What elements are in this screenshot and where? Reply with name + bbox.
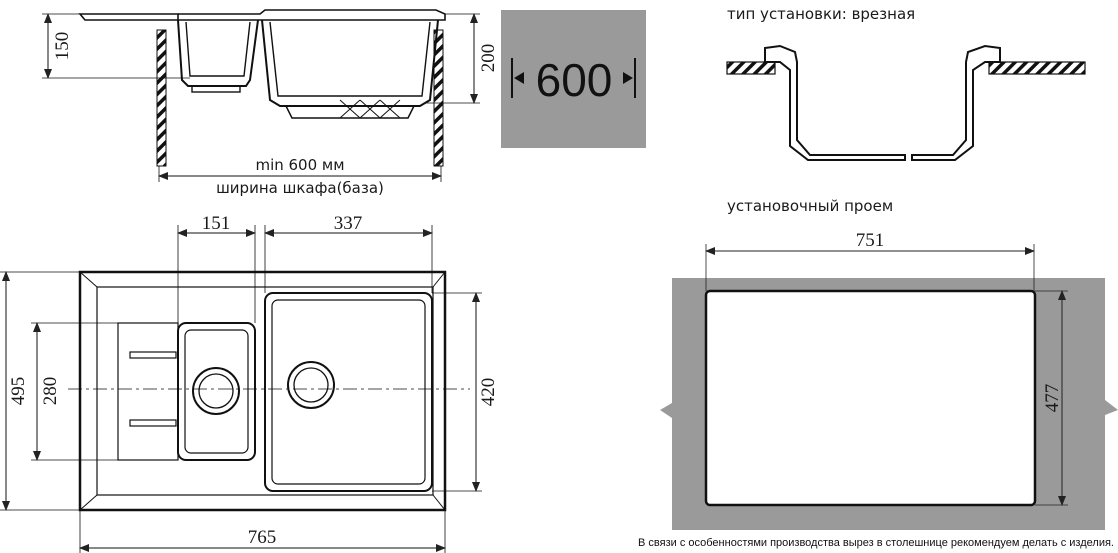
dim-left-depth: 150 <box>52 32 73 61</box>
large-bowl-width: 337 <box>334 213 363 234</box>
sink-top-view <box>0 225 482 553</box>
cabinet-width-label: ширина шкафа(база) <box>216 179 384 197</box>
cutout-opening <box>704 289 1037 507</box>
install-type-title: тип установки: врезная <box>727 5 915 23</box>
cutout-diagram <box>660 244 1118 530</box>
small-bowl-width: 151 <box>202 213 231 234</box>
countertop-right <box>988 61 1086 75</box>
cabinet-size-badge: 600 <box>501 10 646 148</box>
badge-background <box>501 10 646 148</box>
badge-value: 600 <box>536 54 613 106</box>
min-width-label: min 600 мм <box>255 156 344 174</box>
small-drain <box>192 367 240 415</box>
large-drain <box>287 361 335 409</box>
side-section-view <box>42 9 480 182</box>
small-bowl-depth: 280 <box>40 377 61 406</box>
overall-depth: 495 <box>8 377 29 406</box>
countertop-left <box>726 61 776 75</box>
dim-right-depth: 200 <box>478 44 499 73</box>
cutout-title: установочный проем <box>727 197 893 215</box>
cabinet-wall-left <box>156 29 167 167</box>
left-arrow-icon <box>514 72 524 84</box>
footer-note: В связи с особенностями производства выр… <box>638 537 1114 549</box>
cabinet-wall-right <box>433 29 444 167</box>
cutout-height: 477 <box>1042 384 1063 413</box>
large-bowl-depth: 420 <box>478 378 499 407</box>
cutout-width: 751 <box>856 230 885 251</box>
right-arrow-icon <box>623 72 633 84</box>
overall-width: 765 <box>248 527 277 548</box>
inset-install-section <box>726 44 1086 161</box>
